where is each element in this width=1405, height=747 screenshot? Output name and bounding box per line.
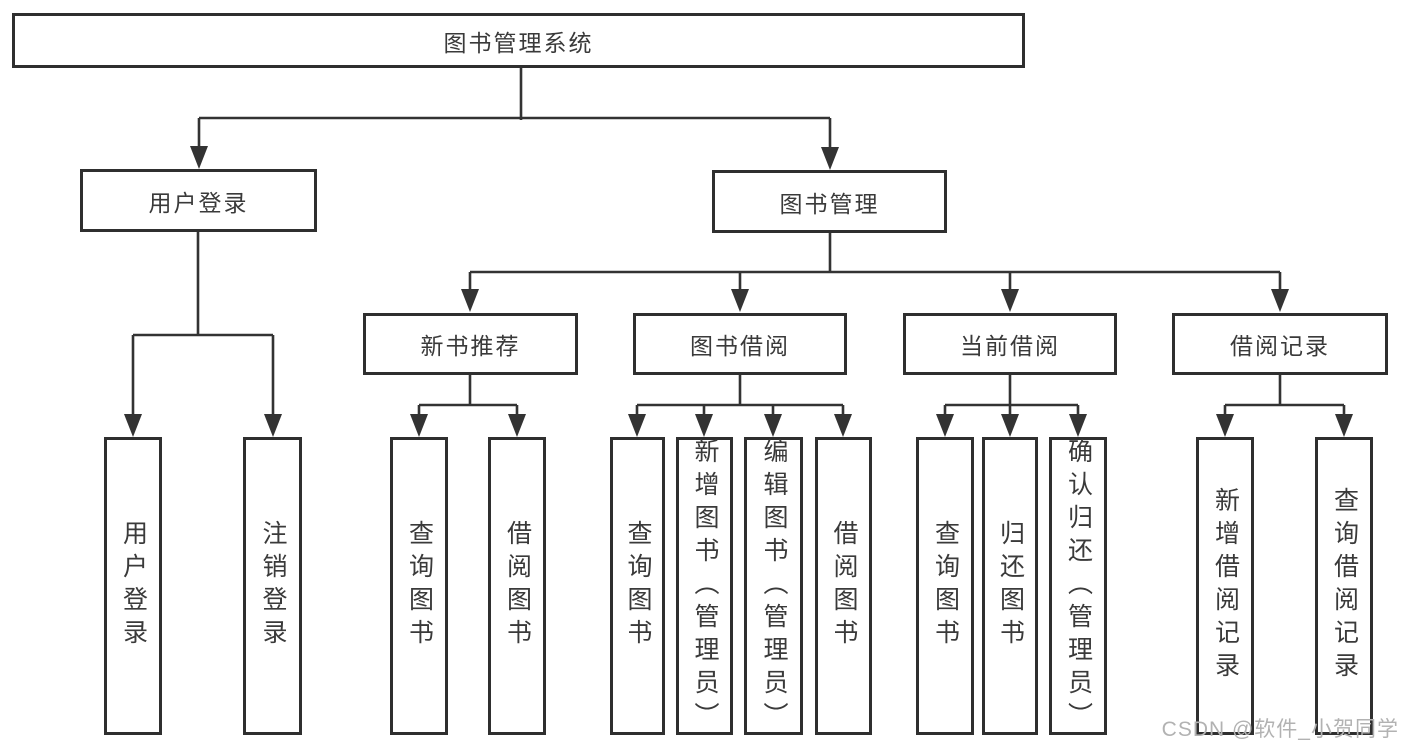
node-user-login: 用户登录 <box>80 169 317 232</box>
node-root: 图书管理系统 <box>12 13 1025 68</box>
leaf-query-books-borrow: 查询图书 <box>610 437 665 735</box>
node-label: 新增图书（管理员） <box>691 437 719 735</box>
node-label: 查询图书 <box>624 520 652 652</box>
leaf-logout: 注销登录 <box>243 437 302 735</box>
node-label: 借阅图书 <box>503 520 532 652</box>
connector-new-book-children <box>410 375 526 437</box>
node-borrow-records: 借阅记录 <box>1172 313 1388 375</box>
leaf-borrow-books: 借阅图书 <box>815 437 872 735</box>
node-current-borrow: 当前借阅 <box>903 313 1117 375</box>
leaf-add-books-admin: 新增图书（管理员） <box>676 437 733 735</box>
node-label: 确认归还（管理员） <box>1064 437 1093 735</box>
node-label: 借阅图书 <box>830 520 858 652</box>
connector-book-borrow-children <box>628 375 852 437</box>
leaf-add-borrow-record: 新增借阅记录 <box>1196 437 1254 735</box>
node-label: 归还图书 <box>996 520 1025 652</box>
node-label: 用户登录 <box>119 520 148 652</box>
node-label: 图书借阅 <box>690 333 790 359</box>
node-label: 图书管理 <box>779 190 880 217</box>
connector-user-login-children <box>124 232 282 437</box>
node-label: 图书管理系统 <box>443 29 594 56</box>
node-label: 查询图书 <box>405 520 434 652</box>
leaf-query-books-recommend: 查询图书 <box>390 437 448 735</box>
node-new-book-recommend: 新书推荐 <box>363 313 578 375</box>
leaf-borrow-books-recommend: 借阅图书 <box>488 437 546 735</box>
node-book-management: 图书管理 <box>712 170 947 233</box>
leaf-query-borrow-record: 查询借阅记录 <box>1315 437 1373 735</box>
leaf-user-login: 用户登录 <box>104 437 162 735</box>
node-label: 注销登录 <box>259 520 287 652</box>
node-label: 查询借阅记录 <box>1330 487 1359 685</box>
node-book-borrow: 图书借阅 <box>633 313 847 375</box>
leaf-query-books-current: 查询图书 <box>916 437 974 735</box>
connector-current-borrow-children <box>936 375 1087 437</box>
node-label: 新书推荐 <box>420 333 521 359</box>
connector-borrow-records-children <box>1216 375 1353 437</box>
node-label: 编辑图书（管理员） <box>760 437 788 735</box>
node-label: 用户登录 <box>148 189 249 216</box>
leaf-edit-books-admin: 编辑图书（管理员） <box>744 437 803 735</box>
watermark: CSDN @软件_小贺同学 <box>1161 718 1399 741</box>
connector-root-to-level2 <box>190 68 839 170</box>
leaf-confirm-return-admin: 确认归还（管理员） <box>1049 437 1107 735</box>
node-label: 查询图书 <box>931 520 960 652</box>
connector-book-management-children <box>461 233 1289 312</box>
node-label: 借阅记录 <box>1230 333 1330 359</box>
node-label: 当前借阅 <box>960 333 1060 359</box>
leaf-return-books: 归还图书 <box>982 437 1038 735</box>
node-label: 新增借阅记录 <box>1211 487 1240 685</box>
